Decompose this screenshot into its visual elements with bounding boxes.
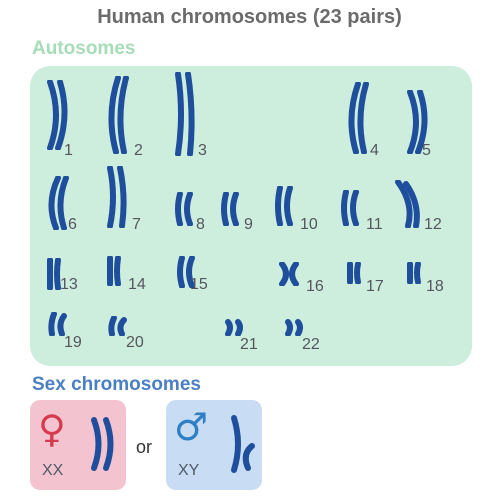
chromosome-icon	[348, 82, 369, 154]
female-symbol-icon: ♀	[38, 407, 66, 451]
chromosome-number-6: 6	[68, 216, 77, 233]
chromosome-number-11: 11	[366, 216, 383, 233]
chromosome-icon	[407, 262, 421, 284]
chromosome-icon	[177, 256, 195, 288]
chromosome-icon	[47, 258, 61, 290]
chromosome-number-7: 7	[132, 216, 141, 233]
chromosome-pair-1	[42, 80, 76, 150]
chromosome-number-19: 19	[64, 334, 82, 351]
xy-chromosome-pair	[226, 414, 260, 474]
chromosome-icon	[347, 262, 361, 284]
chromosome-pair-20	[102, 316, 136, 336]
chromosome-number-15: 15	[190, 276, 208, 293]
chromosome-icon	[175, 72, 195, 156]
chromosome-icon	[279, 262, 299, 286]
male-chromosomes-box: ♂ XY	[166, 400, 262, 490]
chromosome-number-22: 22	[302, 336, 320, 353]
chromosome-pair-12	[392, 180, 426, 228]
chromosome-pair-9	[216, 192, 250, 226]
male-symbol-icon: ♂	[174, 405, 209, 449]
or-label: or	[136, 437, 153, 457]
chromosome-icon	[407, 90, 428, 154]
chromosome-pair-7	[102, 166, 136, 228]
chromosome-pair-3	[170, 72, 204, 156]
chromosome-icon	[275, 186, 293, 226]
chromosome-icon	[107, 166, 127, 228]
chromosome-pair-2	[102, 76, 136, 154]
male-code: XY	[178, 462, 200, 479]
chromosome-number-21: 21	[240, 336, 258, 353]
chromosome-number-16: 16	[306, 278, 324, 295]
chromosome-icon	[341, 190, 359, 226]
sex-chromosomes-label: Sex chromosomes	[32, 374, 201, 395]
chromosome-number-1: 1	[64, 142, 73, 159]
chromosome-pair-14	[102, 256, 136, 286]
chromosome-number-18: 18	[426, 278, 444, 295]
chromosome-number-3: 3	[198, 142, 207, 159]
chromosome-pair-4	[342, 82, 376, 154]
chromosome-pair-16	[274, 262, 308, 286]
chromosome-number-13: 13	[60, 276, 78, 293]
chromosome-pair-5	[402, 90, 436, 154]
chromosome-pair-13	[42, 258, 76, 290]
chromosome-icon	[221, 192, 239, 226]
chromosome-icon	[175, 192, 193, 226]
chromosome-icon	[395, 180, 420, 228]
chromosome-icon	[108, 316, 127, 336]
diagram-title: Human chromosomes (23 pairs)	[97, 6, 402, 28]
chromosome-pair-10	[270, 186, 304, 226]
chromosome-number-20: 20	[126, 334, 144, 351]
chromosome-icon	[48, 312, 67, 336]
chromosome-icon	[47, 80, 68, 150]
chromosome-number-17: 17	[366, 278, 384, 295]
chromosome-pair-22	[280, 318, 314, 336]
chromosome-number-14: 14	[128, 276, 146, 293]
chromosome-number-12: 12	[424, 216, 442, 233]
chromosome-icon	[108, 76, 129, 154]
chromosome-number-9: 9	[244, 216, 253, 233]
autosomes-panel: 1 2 3 4 5 6 7 8 9 10 11 12 13 14	[30, 66, 472, 366]
chromosome-pair-6	[42, 176, 76, 230]
chromosome-number-10: 10	[300, 216, 318, 233]
chromosome-pair-8	[170, 192, 204, 226]
female-code: XX	[42, 462, 64, 479]
autosomes-label: Autosomes	[32, 38, 136, 59]
chromosome-pair-15	[172, 256, 206, 288]
chromosome-number-2: 2	[134, 142, 143, 159]
chromosome-pair-18	[402, 262, 436, 284]
chromosome-icon	[225, 319, 243, 336]
chromosome-icon	[285, 319, 303, 336]
x-chromosome-pair	[86, 416, 120, 472]
chromosome-pair-19	[42, 312, 76, 336]
chromosome-icon	[48, 176, 69, 230]
chromosome-pair-21	[220, 318, 254, 336]
female-chromosomes-box: ♀ XX	[30, 400, 126, 490]
chromosome-icon	[107, 256, 121, 286]
chromosome-pair-11	[336, 190, 370, 226]
chromosome-number-4: 4	[370, 142, 379, 159]
chromosome-number-8: 8	[196, 216, 205, 233]
chromosome-pair-17	[342, 262, 376, 284]
chromosome-number-5: 5	[422, 142, 431, 159]
